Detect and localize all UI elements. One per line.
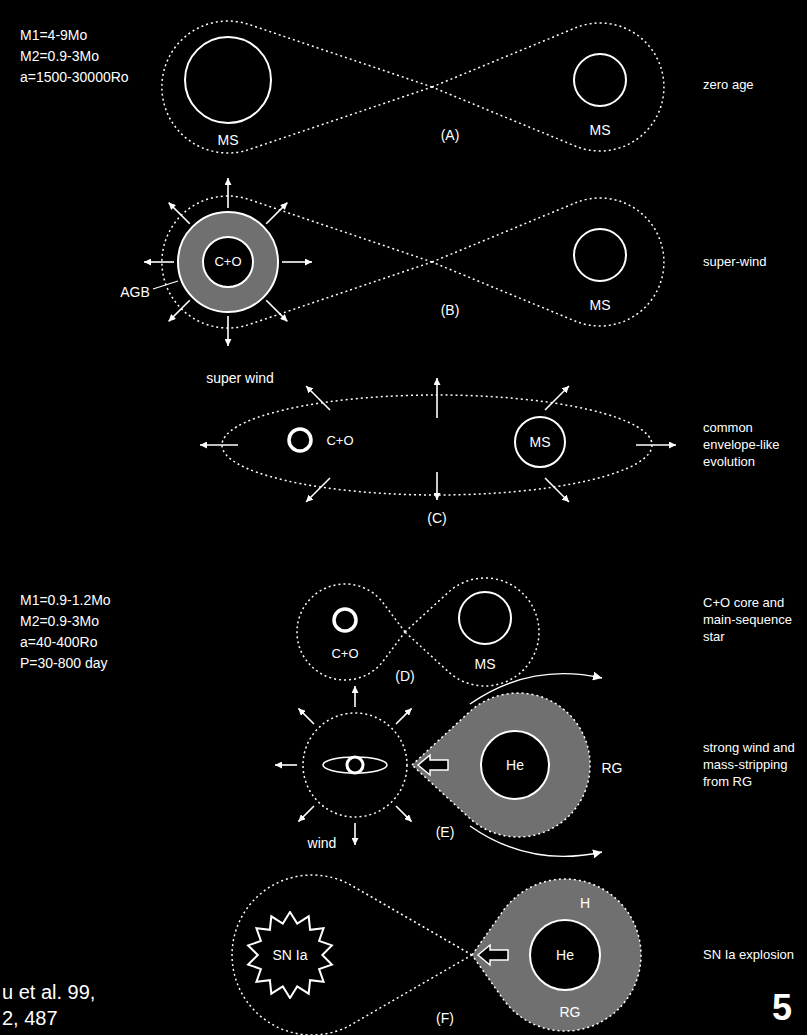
wind-label: wind [308,834,337,852]
layer-label: H [580,894,590,912]
stage-label: (E) [436,823,455,841]
wind-arrow [169,300,190,321]
wind-arrow [227,316,229,346]
stripping-arrow [470,674,602,704]
stage-label: (F) [436,1009,454,1027]
star-label: MS [475,655,496,673]
parameter-text: M2=0.9-3Mo [20,47,99,65]
wind-arrow [436,472,438,500]
wind-arrow [436,378,438,418]
red-giant-envelope [412,693,590,837]
leader-line [153,281,178,289]
wind-arrow [354,823,356,845]
roche-lobe [297,584,405,680]
stage-description: zero age [703,77,754,94]
mass-transfer-arrow [478,945,508,965]
citation: 2, 487 [2,1005,58,1031]
wind-arrow [200,444,238,446]
star-label: MS [590,121,611,139]
ms-star [574,54,626,106]
mass-transfer-arrow [418,755,448,775]
ms-star [185,37,271,123]
wind-arrow [396,708,412,724]
parameter-text: M1=4-9Mo [20,26,87,44]
roche-lobe [432,23,664,151]
wind-arrow [306,478,330,502]
star-label: MS [590,296,611,314]
node-text: SN Ia [272,947,307,964]
wind-arrow [545,386,569,410]
roche-lobe [405,578,539,686]
node-text: C+O [214,254,241,270]
starburst-shape [248,912,332,998]
star-label: AGB [120,283,150,301]
node-text: MS [530,434,551,451]
roche-lobe [162,196,432,328]
white-dwarf [347,757,363,773]
wind-arrow [169,203,190,224]
parameter-text: a=40-400Ro [20,633,97,651]
wind-arrow [298,806,314,822]
stage-label: (C) [427,509,446,527]
wind-arrow [545,478,569,502]
wind-arrow [144,261,174,263]
citation: u et al. 99, [2,979,95,1005]
wind-arrow [354,686,356,707]
wind-label: super wind [206,369,274,387]
stage-label: (A) [441,126,460,144]
stage-label: (B) [441,301,460,319]
co-core [334,609,356,631]
wind-arrow [306,386,330,410]
wind-region [303,713,407,817]
roche-lobe [162,21,432,153]
parameter-text: M1=0.9-1.2Mo [20,591,111,609]
node-text: He [506,757,524,774]
parameter-text: M2=0.9-3Mo [20,612,99,630]
stripping-arrow [470,826,602,856]
wind-arrow [396,806,412,822]
helium-core: He [529,919,601,991]
star-label: MS [218,131,239,149]
stage-label: (D) [395,667,414,685]
roche-lobe [232,875,472,1035]
roche-lobe [432,198,664,326]
co-core [289,429,311,451]
red-giant-envelope [472,879,641,1031]
stage-description: common envelope-like evolution [703,420,803,471]
ms-star: MS [514,416,566,468]
wind-arrow [266,203,287,224]
stage-description: SN Ia explosion [703,947,803,964]
agb-envelope [178,212,278,312]
wind-arrow [282,261,312,263]
helium-core: He [480,730,550,800]
core-label: C+O [331,646,358,663]
wind-arrow [266,300,287,321]
stage-description: strong wind and mass-stripping from RG [703,740,803,791]
parameter-text: P=30-800 day [20,654,108,672]
supernova-burst: SN Ia [246,911,334,999]
star-label: RG [560,1003,581,1021]
parameter-text: a=1500-30000Ro [20,68,129,86]
wind-arrow [227,178,229,208]
page-number: 5 [772,985,792,1032]
wind-arrow [298,708,314,724]
wind-arrow [275,764,297,766]
ms-star [574,229,626,281]
ms-star [459,592,511,644]
co-core: C+O [202,236,254,288]
star-label: RG [602,759,623,777]
accretion-disk [323,757,387,773]
stage-description: C+O core and main-sequence star [703,595,803,646]
node-text: He [556,947,574,964]
wind-arrow [636,444,676,446]
stage-description: super-wind [703,254,767,271]
core-label: C+O [326,433,353,450]
